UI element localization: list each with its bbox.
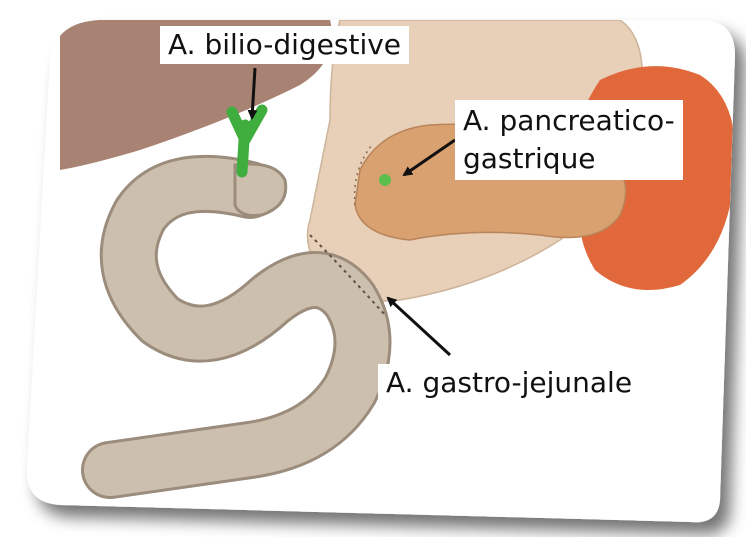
label-pancreatico-line1: A. pancreatico- xyxy=(463,102,675,140)
anastomosis-dot xyxy=(379,174,391,186)
label-pancreatico-gastrique: A. pancreatico- gastrique xyxy=(455,100,683,180)
label-pancreatico-line2: gastrique xyxy=(463,140,675,178)
label-bilio-digestive: A. bilio-digestive xyxy=(160,26,409,64)
label-gastro-jejunale: A. gastro-jejunale xyxy=(378,364,640,402)
